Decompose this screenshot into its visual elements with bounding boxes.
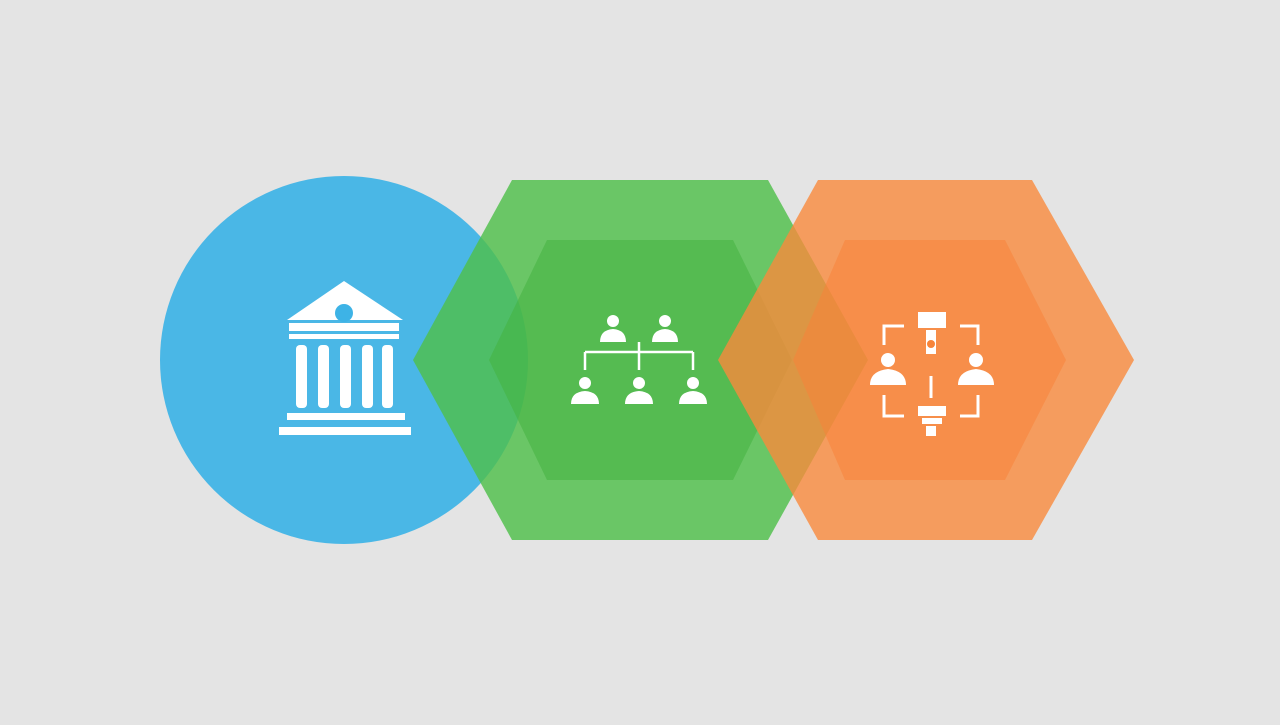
collaboration-cycle-icon [870,312,994,436]
orange-hexagon-inner [793,240,1066,480]
bank-building-icon [279,281,411,435]
org-chart-icon [571,315,707,404]
green-hexagon-inner [489,240,792,480]
